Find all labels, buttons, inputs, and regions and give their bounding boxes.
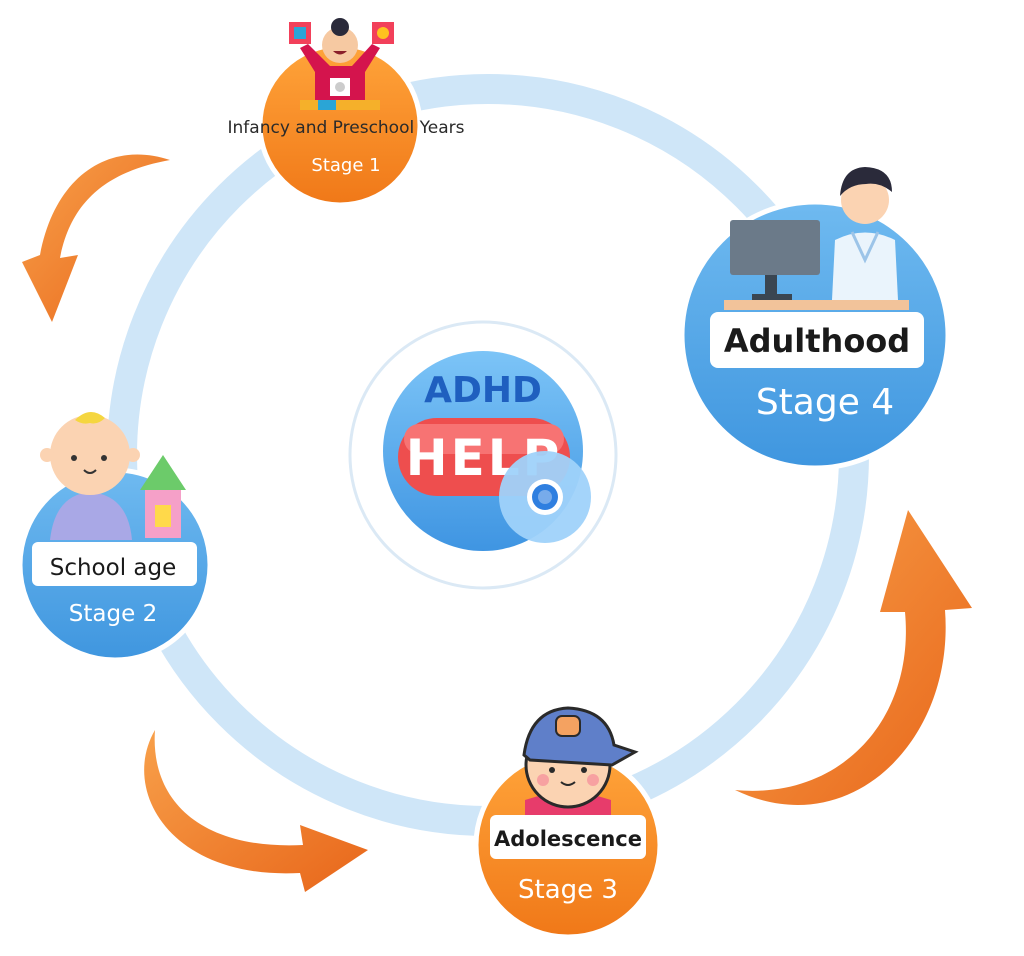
stage-3-number: Stage 3 [518,875,618,905]
baby-icon [289,18,394,110]
stage-1-node: Infancy and Preschool Years Stage 1 [228,18,465,208]
stage-1-number: Stage 1 [311,155,380,176]
arrow-icon [22,154,170,322]
arrow-icon [735,510,972,805]
teen-icon [522,706,639,820]
adult-icon [724,167,909,310]
center-title-top: ADHD [424,370,542,411]
center-help-badge: ADHD HELP [348,320,618,590]
child-icon [40,411,186,540]
stage-3-node: Adolescence Stage 3 [473,706,663,940]
stage-1-label: Infancy and Preschool Years [228,118,465,138]
arrow-icon [144,730,368,892]
stage-2-node: School age Stage 2 [17,411,213,663]
stage-3-label: Adolescence [494,827,642,851]
stage-2-number: Stage 2 [69,601,157,627]
stage-2-label: School age [50,555,177,581]
stage-4-node: Adulthood Stage 4 [679,167,951,471]
stage-4-number: Stage 4 [756,382,894,423]
stage-4-label: Adulthood [724,322,910,360]
